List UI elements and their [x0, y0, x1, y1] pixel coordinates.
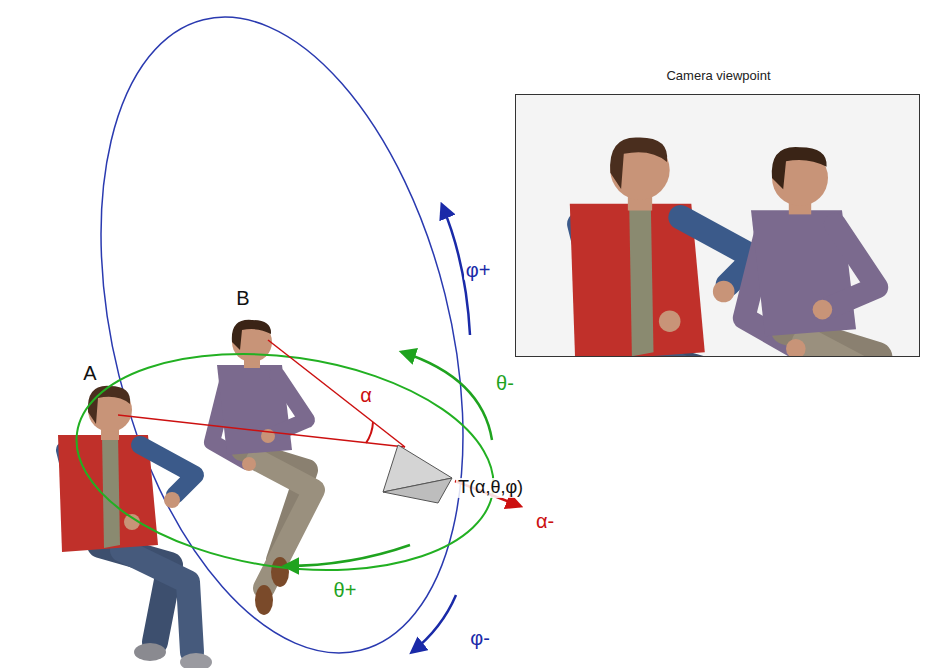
sight-line [118, 415, 405, 447]
sight-line [268, 340, 405, 447]
phi-label: φ- [468, 627, 492, 649]
theta-arrow [402, 352, 492, 440]
theta-arrow [285, 545, 410, 566]
panel-heading: Camera viewpoint [666, 68, 770, 83]
person-a [58, 386, 212, 668]
theta-label: θ- [494, 372, 516, 394]
camera [383, 478, 452, 503]
camera-view [516, 95, 919, 356]
person-label: A [81, 362, 98, 384]
angle-label: α [358, 384, 374, 406]
inset-panel: Camera viewpoint [515, 94, 920, 357]
phi-arrow [412, 595, 456, 652]
camera-label: T(α,θ,φ) [456, 478, 525, 498]
person-label: B [234, 287, 251, 309]
theta-orbit [62, 329, 507, 595]
angle-arc [366, 422, 373, 443]
alpha-label: α- [534, 510, 556, 532]
theta-label: θ+ [332, 579, 359, 601]
phi-orbit [40, 0, 523, 668]
phi-label: φ+ [464, 259, 493, 281]
